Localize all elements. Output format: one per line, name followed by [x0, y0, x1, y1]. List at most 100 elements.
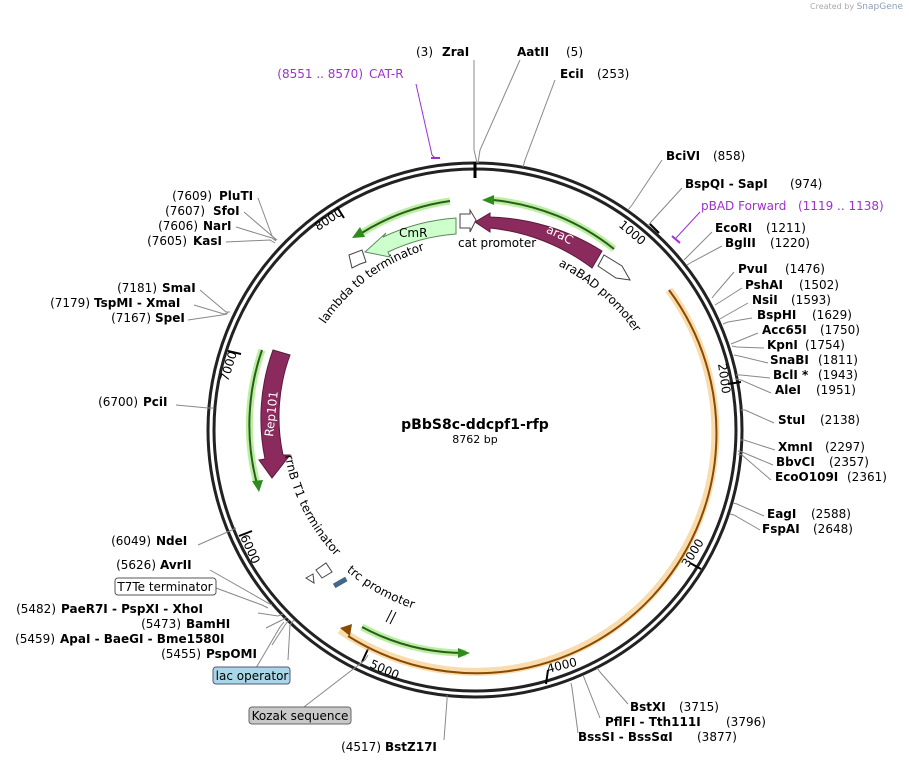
bsssi-name: BssSI - BssSαI	[578, 730, 673, 744]
site-bsssi[interactable]: BssSI - BssSαI(3877)	[578, 730, 737, 744]
CmR-label: CmR	[399, 226, 427, 240]
pluti-position: (7609)	[172, 189, 212, 203]
site-ecii[interactable]: EciI(253)	[560, 67, 629, 81]
site-zrai[interactable]: (3)ZraI	[416, 45, 469, 59]
site-pluti[interactable]: (7609) PluTI	[172, 189, 253, 203]
leader-ecii	[522, 79, 556, 168]
site-bglii[interactable]: BglII(1220)	[725, 236, 810, 250]
site-labels-top: (3)ZraI AatII(5) EciI(253) BciVI(858) Bs…	[416, 45, 887, 744]
paer7i-position: (5482)	[16, 602, 56, 616]
site-kasi[interactable]: (7605)KasI	[147, 234, 222, 248]
site-alei[interactable]: AleI(1951)	[775, 383, 856, 397]
leader-lac-operator	[255, 621, 285, 669]
site-paer7i[interactable]: (5482)PaeR7I - PspXI - XhoI	[16, 602, 203, 616]
site-bstz17i[interactable]: (4517)BstZ17I	[341, 740, 437, 754]
fspai-name: FspAI	[762, 522, 800, 536]
leader-aatii	[477, 59, 521, 164]
site-nsii[interactable]: NsiI(1593)	[752, 293, 831, 307]
site-pvui[interactable]: PvuI(1476)	[738, 262, 825, 276]
stui-position: (2138)	[820, 413, 860, 427]
site-tspmi[interactable]: (7179)TspMI - XmaI	[50, 296, 180, 310]
lac-operator-box	[212, 666, 291, 685]
inner-arrow-2-head	[482, 195, 494, 205]
araC-feature	[474, 212, 603, 269]
site-sfoi[interactable]: (7607)SfoI	[165, 204, 239, 218]
rrnB-T1-text: rrnB T1 terminator	[282, 454, 344, 559]
kasi-position: (7605)	[147, 234, 187, 248]
site-psha[interactable]: PshAI(1502)	[745, 278, 839, 292]
primer-cat-r[interactable]: (8551 .. 8570) CAT-R	[277, 67, 440, 159]
site-snabi[interactable]: SnaBI(1811)	[770, 353, 858, 367]
site-avrii[interactable]: (5626)AvrII	[116, 558, 191, 572]
ori-arrow-shaft	[347, 289, 718, 675]
site-kpni[interactable]: KpnI(1754)	[767, 338, 845, 352]
spei-name: SpeI	[155, 311, 185, 325]
site-pcii[interactable]: (6700)PciI	[98, 395, 167, 409]
inner-arrow-3-head	[352, 227, 365, 238]
tick-mark-8000	[336, 206, 345, 219]
bsphi-position: (1629)	[812, 308, 852, 322]
bstz17i-name: BstZ17I	[385, 740, 437, 754]
ori-arrowhead	[340, 624, 352, 636]
pluti-name: PluTI	[219, 189, 253, 203]
leader-paer7i	[257, 612, 284, 617]
leader-t7te	[215, 587, 269, 609]
leader-snabi	[733, 354, 769, 364]
kozak-callout[interactable]: Kozak sequence	[248, 706, 352, 725]
leader-smai	[199, 289, 230, 313]
site-nari[interactable]: (7606)NarI	[158, 219, 231, 233]
leader-apai	[271, 619, 290, 646]
watermark-brand: SnapGene	[856, 2, 903, 12]
site-bspqi[interactable]: BspQI - SapI(974)	[685, 177, 822, 191]
site-spei[interactable]: (7167) SpeI	[111, 311, 185, 325]
site-psppomi[interactable]: (5455)PspOMI	[161, 647, 257, 661]
ecii-name: EciI	[560, 67, 584, 81]
leader-psha	[714, 287, 743, 306]
site-ecori[interactable]: EcoRI(1211)	[715, 221, 806, 235]
site-eco0109i[interactable]: EcoO109I(2361)	[775, 470, 887, 484]
site-ndei[interactable]: (6049)NdeI	[111, 534, 187, 548]
backbone	[206, 161, 744, 699]
site-bcli[interactable]: BclI *(1943)	[773, 368, 858, 382]
site-apai[interactable]: (5459)ApaI - BaeGI - Bme1580I	[15, 632, 224, 646]
pflfi-position: (3796)	[726, 715, 766, 729]
araBAD-promoter-feature	[597, 254, 631, 281]
leader-bsssi	[570, 682, 579, 734]
trc-marker-line-1	[385, 609, 393, 623]
psppomi-name: PspOMI	[206, 647, 257, 661]
tick-mark-2000	[727, 381, 742, 385]
site-eagi[interactable]: EagI(2588)	[767, 507, 851, 521]
site-xmni[interactable]: XmnI(2297)	[778, 440, 865, 454]
leader-kpni	[731, 345, 765, 349]
apai-position: (5459)	[15, 632, 55, 646]
site-fspai[interactable]: FspAI(2648)	[762, 522, 853, 536]
site-bstxi[interactable]: BstXI(3715)	[630, 700, 719, 714]
spei-position: (7167)	[111, 311, 151, 325]
site-bbvci[interactable]: BbvCI(2357)	[776, 455, 869, 469]
kozak-label: Kozak sequence	[252, 709, 349, 723]
t7te-terminator-glyph	[315, 562, 333, 579]
site-bsphi[interactable]: BspHI(1629)	[757, 308, 852, 322]
primer-pbad-forward[interactable]: pBAD Forward (1119 .. 1138)	[671, 199, 884, 244]
bglii-name: BglII	[725, 236, 756, 250]
site-bcivi[interactable]: BciVI(858)	[666, 149, 745, 163]
tspmi-name: TspMI - XmaI	[94, 296, 180, 310]
inner-arrow-2	[492, 199, 615, 250]
site-acc65i[interactable]: Acc65I(1750)	[762, 323, 860, 337]
nari-name: NarI	[203, 219, 232, 233]
eagi-name: EagI	[767, 507, 796, 521]
site-aatii[interactable]: AatII(5)	[517, 45, 583, 59]
site-pflfi[interactable]: PflFI - Tth111I(3796)	[605, 715, 766, 729]
site-smai[interactable]: (7181)SmaI	[117, 281, 196, 295]
bcivi-position: (858)	[713, 149, 745, 163]
site-stui[interactable]: StuI(2138)	[778, 413, 860, 427]
t7te-callout[interactable]: T7Te terminator	[114, 577, 217, 596]
alei-name: AleI	[775, 383, 801, 397]
cat-r-position: (8551 .. 8570)	[277, 67, 363, 81]
sfoi-name: SfoI	[213, 204, 240, 218]
avrii-name: AvrII	[160, 558, 192, 572]
lac-operator-callout[interactable]: lac operator	[212, 666, 291, 685]
site-bamhi[interactable]: (5473)BamHI	[141, 617, 230, 631]
tick-mark-6000	[238, 530, 253, 537]
